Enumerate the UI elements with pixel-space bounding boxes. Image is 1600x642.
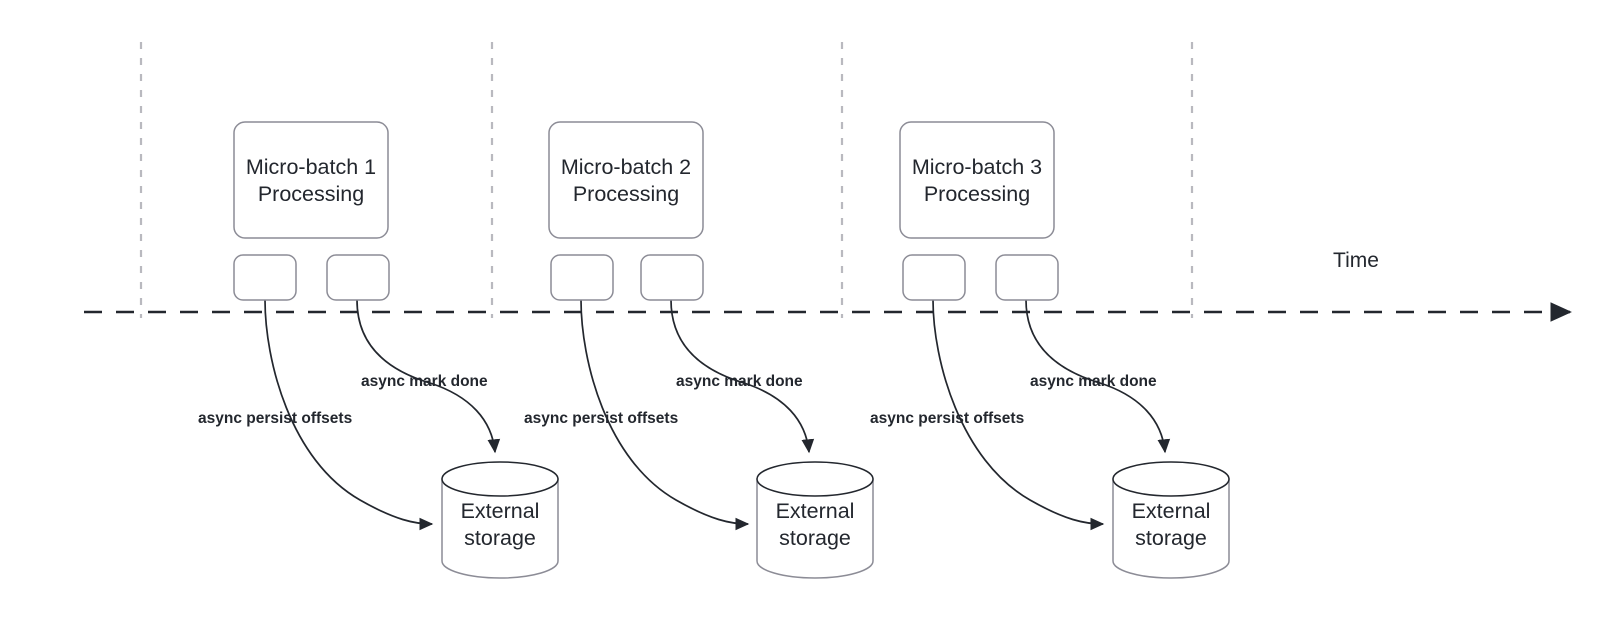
- flow-edges: [264, 299, 1171, 531]
- time-axis-label: Time: [1333, 249, 1379, 272]
- storage-cylinder-top-3: [1112, 461, 1230, 497]
- label-async-persist-offsets-1: async persist offsets: [198, 410, 352, 427]
- commit-tick-box-2a[interactable]: [550, 254, 614, 301]
- commit-tick-box-2b[interactable]: [640, 254, 704, 301]
- diagram-shapes: [233, 121, 1230, 579]
- label-async-persist-offsets-3: async persist offsets: [870, 410, 1024, 427]
- micro-batch-box-1[interactable]: [233, 121, 389, 239]
- storage-cylinder-body-2[interactable]: [756, 478, 874, 579]
- storage-cylinder-top-1: [441, 461, 559, 497]
- edge-persist-offsets-3: [932, 299, 1105, 531]
- time-dividers: [139, 42, 1194, 318]
- label-async-persist-offsets-2: async persist offsets: [524, 410, 678, 427]
- commit-tick-box-3b[interactable]: [995, 254, 1059, 301]
- edge-mark-done-2: [670, 299, 815, 454]
- commit-tick-box-1a[interactable]: [233, 254, 297, 301]
- storage-cylinder-top-2: [756, 461, 874, 497]
- edge-persist-offsets-2: [580, 299, 750, 531]
- storage-cylinder-body-1[interactable]: [441, 478, 559, 579]
- commit-tick-box-1b[interactable]: [326, 254, 390, 301]
- micro-batch-box-3[interactable]: [899, 121, 1055, 239]
- edge-mark-done-3: [1025, 299, 1171, 454]
- edge-mark-done-1: [356, 299, 501, 454]
- commit-tick-box-3a[interactable]: [902, 254, 966, 301]
- storage-cylinder-body-3[interactable]: [1112, 478, 1230, 579]
- micro-batch-box-2[interactable]: [548, 121, 704, 239]
- edge-persist-offsets-1: [264, 299, 434, 531]
- time-axis: Time: [84, 249, 1572, 322]
